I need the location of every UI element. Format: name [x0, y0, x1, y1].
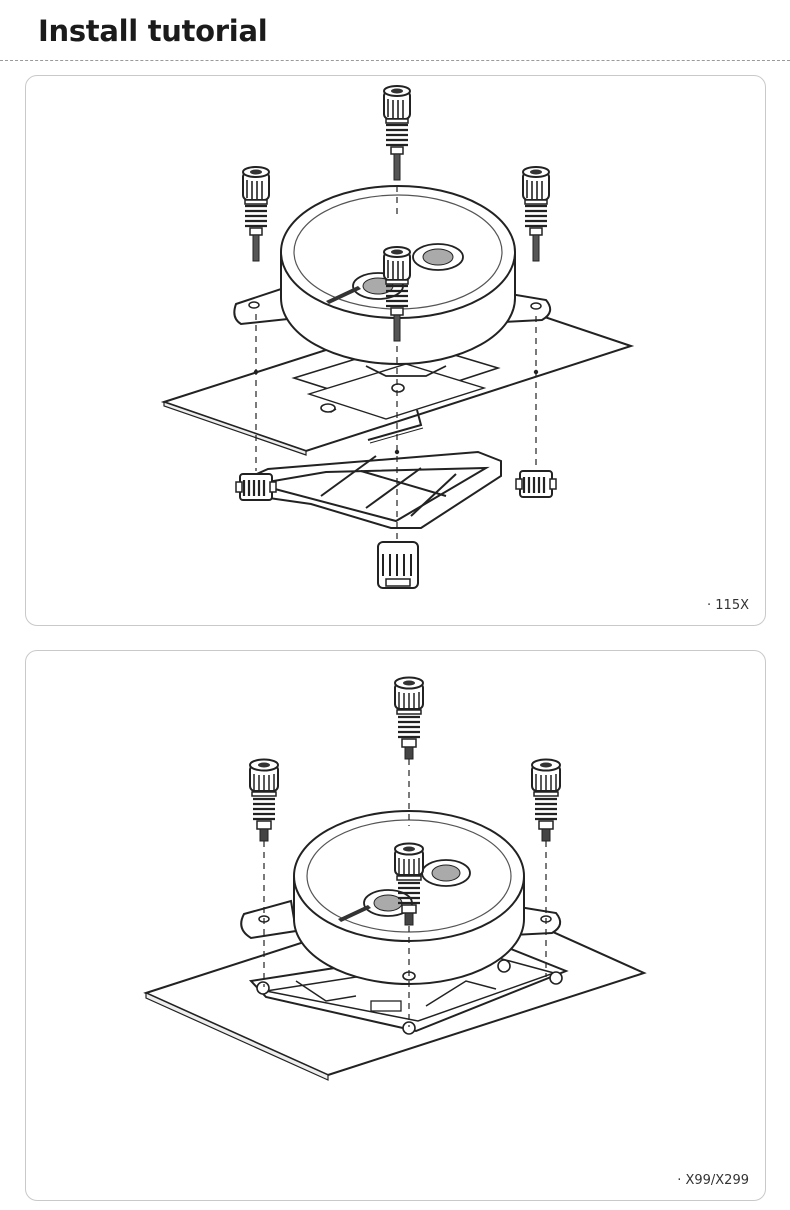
- screw-icon: [521, 165, 551, 263]
- title-divider: [0, 60, 790, 61]
- screw-icon: [241, 165, 271, 263]
- screw-icon: [393, 676, 425, 761]
- diagram-panel-x99-x299: · X99/X299: [25, 650, 766, 1201]
- page-title: Install tutorial: [38, 14, 268, 48]
- panel-caption-115x: · 115X: [707, 598, 749, 613]
- panel-caption-x99-x299: · X99/X299: [677, 1173, 749, 1188]
- exploded-install-diagram-115x: [160, 84, 635, 589]
- screw-icon: [530, 758, 562, 843]
- diagram-panel-115x: · 115X: [25, 75, 766, 626]
- screw-icon: [382, 84, 412, 182]
- exploded-install-diagram-x99-x299: [143, 676, 647, 1081]
- screw-icon: [248, 758, 280, 843]
